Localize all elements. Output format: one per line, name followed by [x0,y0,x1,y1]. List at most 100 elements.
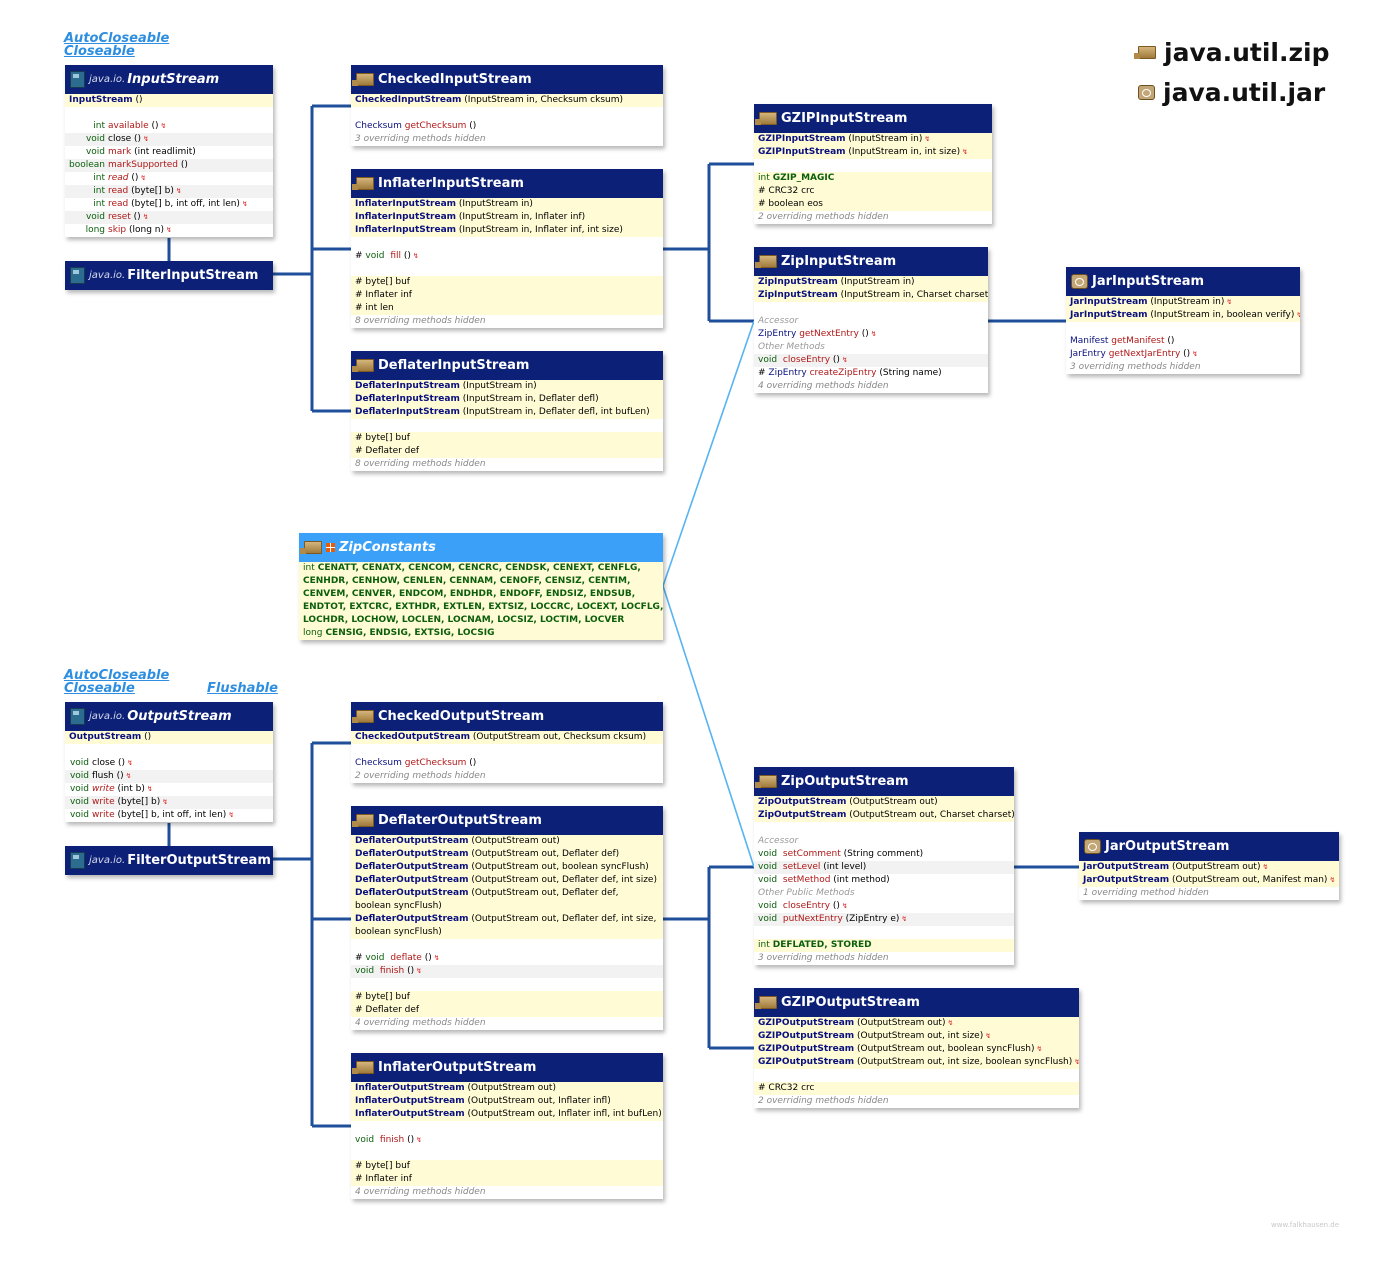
member-part: Accessor [758,836,799,846]
class-header[interactable]: CheckedInputStream [351,65,663,94]
member-part: 3 overriding methods hidden [758,953,889,963]
member-part: (int method) [830,875,890,885]
edge-filterinputstream-subclasses [273,104,351,413]
class-header[interactable]: JarInputStream [1066,267,1300,296]
class-header[interactable]: ZipInputStream [754,247,988,276]
link-autocloseable[interactable]: AutoCloseable [64,31,170,46]
member-part: # [355,277,366,287]
member-row: void setComment (String comment) [754,848,1014,861]
package-icon [755,996,777,1009]
member-part: void [758,901,778,911]
member-part: GZIPOutputStream [758,1044,855,1054]
member-part: () [1180,349,1191,359]
class-header[interactable]: CheckedOutputStream [351,702,663,731]
member-part: int [758,173,770,183]
member-part: void [355,1135,375,1145]
member-part: flush () [92,771,124,781]
member-row: InflaterInputStream (InputStream in) [351,198,663,211]
class-header[interactable]: java.io.FilterInputStream [65,261,273,290]
link-closeable[interactable]: Closeable [64,44,135,59]
class-header[interactable]: GZIPInputStream [754,104,992,133]
member-part: boolean [69,160,105,170]
member-part: ↯ [1074,1058,1079,1066]
member-part: (ZipEntry e) [842,914,900,924]
member-part: () [401,251,411,261]
class-header[interactable]: JarOutputStream [1079,832,1339,861]
class-name: GZIPOutputStream [781,995,920,1010]
legend-item-jar: java.util.jar [1138,78,1325,107]
package-icon [352,73,374,86]
row-spacer [754,822,1014,835]
member-part: (OutputStream out, Inflater infl) [464,1096,611,1106]
member-row: DeflaterOutputStream (OutputStream out, … [351,913,663,926]
member-part: void [69,758,89,768]
class-name: DeflaterOutputStream [378,813,542,828]
member-part: (InputStream in, Inflater inf, int size) [456,225,623,235]
member-part: ↯ [1226,298,1233,306]
member-part: (int b) [114,784,145,794]
class-header[interactable]: InflaterOutputStream [351,1053,663,1082]
member-part: (OutputStream out, Charset charset) [846,810,1014,820]
member-row: InflaterOutputStream (OutputStream out) [351,1082,663,1095]
member-part: Accessor [758,316,799,326]
member-part: getChecksum [404,121,467,131]
member-part: putNextEntry [782,914,843,924]
member-part: InflaterInputStream [355,212,457,222]
member-part: read [108,199,129,209]
member-part: ↯ [1329,876,1336,884]
class-box-filterinputstream[interactable]: java.io.FilterInputStream [65,261,273,290]
member-part: int [758,940,770,950]
class-box-filteroutputstream[interactable]: java.io.FilterOutputStream [65,846,273,875]
member-part: Deflater def [365,446,420,456]
member-part: void [365,251,385,261]
member-part: JarOutputStream [1083,862,1170,872]
class-name: JarOutputStream [1105,839,1230,854]
class-header[interactable]: InflaterInputStream [351,169,663,198]
member-part: (OutputStream out, Deflater def, [468,888,619,898]
link-flushable[interactable]: Flushable [207,681,278,696]
class-header[interactable]: DeflaterInputStream [351,351,663,380]
member-part: available [108,121,149,131]
member-part: 4 overriding methods hidden [355,1187,486,1197]
class-header[interactable]: ZipConstants [299,533,663,562]
member-row: void closeEntry ()↯ [754,354,988,367]
class-header[interactable]: java.io.OutputStream [65,702,273,731]
member-part: 2 overriding methods hidden [355,771,486,781]
member-part: write [92,810,115,820]
member-part: close () [108,134,142,144]
legend-label: java.util.zip [1164,38,1330,67]
member-row: JarOutputStream (OutputStream out)↯ [1079,861,1339,874]
class-header[interactable]: DeflaterOutputStream [351,806,663,835]
member-part: void [758,355,778,365]
member-part: ↯ [166,226,172,234]
link-closeable[interactable]: Closeable [64,681,135,696]
member-part: boolean syncFlush) [355,901,442,911]
class-header[interactable]: java.io.InputStream [65,65,273,94]
member-part: (byte[] b, int off, int len) [128,199,240,209]
class-header[interactable]: java.io.FilterOutputStream [65,846,273,875]
link-autocloseable[interactable]: AutoCloseable [64,668,170,683]
member-row: Checksum getChecksum () [351,757,663,770]
class-header[interactable]: ZipOutputStream [754,767,1014,796]
member-part: getChecksum [404,758,467,768]
member-part: (byte[] b, int off, int len) [114,810,227,820]
class-header[interactable]: GZIPOutputStream [754,988,1079,1017]
member-row: CENVEM, CENVER, ENDCOM, ENDHDR, ENDOFF, … [299,588,663,601]
